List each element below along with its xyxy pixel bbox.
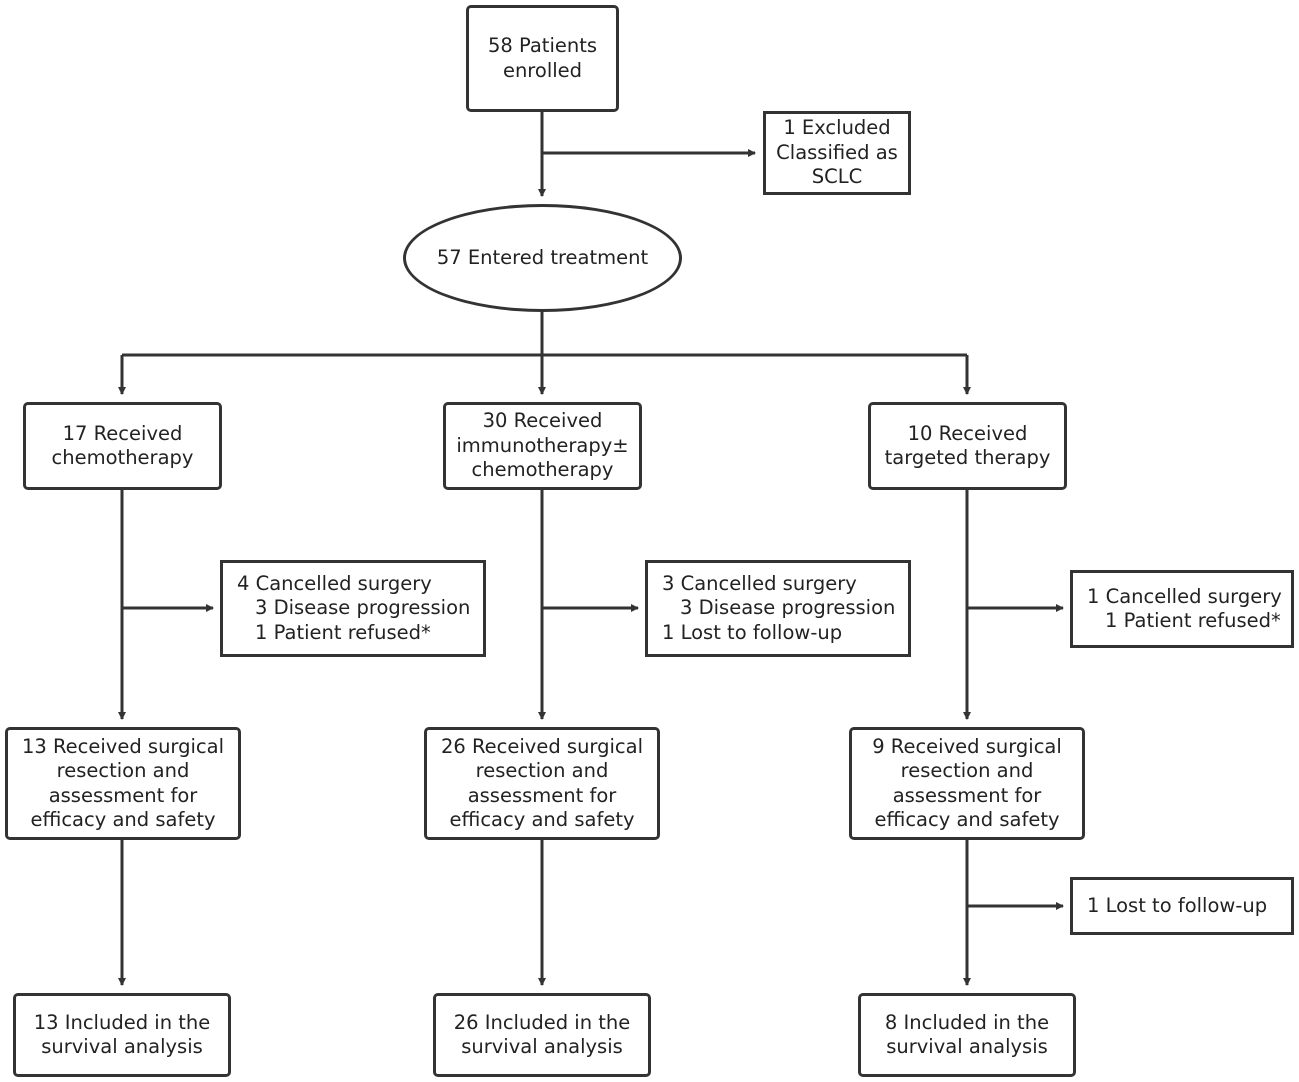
arm-1-surgery-box: 13 Received surgical resection and asses… <box>5 727 241 840</box>
enrolled-box: 58 Patients enrolled <box>466 5 619 112</box>
enrolled-line: 58 Patients <box>487 34 598 57</box>
arm-1-surgery-line: resection and <box>56 759 190 782</box>
arm-3-received-line: 10 Received <box>907 421 1028 445</box>
arm-1-received-box: 17 Received chemotherapy <box>23 402 222 490</box>
arm-2-survival-line: survival analysis <box>461 1035 623 1058</box>
excluded-line: Classified as <box>776 140 898 164</box>
arm-1-received-line: 17 Received <box>62 421 183 445</box>
arm-1-received-line: chemotherapy <box>51 446 194 469</box>
arm-2-cancelled-box: 3 Cancelled surgery 3 Disease progressio… <box>645 560 911 657</box>
arm-3-surgery-line: assessment for <box>892 783 1042 807</box>
arm-1-surgery-line: assessment for <box>48 783 198 807</box>
excluded-line: 1 Excluded <box>783 116 891 140</box>
arm-1-survival-box: 13 Included in the survival analysis <box>13 993 231 1077</box>
arm-2-received-line: 30 Received <box>482 409 603 433</box>
excluded-line: SCLC <box>811 165 863 189</box>
arm-3-cancelled-box: 1 Cancelled surgery 1 Patient refused* <box>1070 570 1294 648</box>
arm-2-surgery-box: 26 Received surgical resection and asses… <box>424 727 660 840</box>
arm-3-surgery-line: efficacy and safety <box>874 808 1060 831</box>
entered-line: 57 Entered treatment <box>436 245 649 269</box>
arm-3-surgery-line: resection and <box>900 759 1034 782</box>
arm-2-surgery-line: resection and <box>475 759 609 782</box>
enrolled-line: enrolled <box>502 58 583 82</box>
arm-1-survival-line: 13 Included in the <box>33 1010 211 1034</box>
arm-2-cancelled-line: 3 Cancelled surgery <box>662 571 857 595</box>
arm-2-cancelled-line: 1 Lost to follow-up <box>662 620 843 644</box>
arm-1-cancelled-line: 4 Cancelled surgery <box>237 571 432 595</box>
arm-2-surgery-line: efficacy and safety <box>449 808 635 831</box>
arm-2-received-box: 30 Received immunotherapy± chemotherapy <box>443 402 642 490</box>
arm-1-survival-line: survival analysis <box>41 1035 203 1058</box>
arm-3-lost-line: 1 Lost to follow-up <box>1087 893 1268 917</box>
arm-2-surgery-line: assessment for <box>467 783 617 807</box>
arm-3-received-line: targeted therapy <box>884 446 1051 469</box>
arm-3-survival-line: 8 Included in the <box>884 1010 1050 1034</box>
arm-1-cancelled-line: 3 Disease progression <box>255 596 471 620</box>
arm-3-received-box: 10 Received targeted therapy <box>868 402 1067 490</box>
entered-treatment-ellipse: 57 Entered treatment <box>403 204 682 312</box>
arm-2-received-line: chemotherapy <box>471 458 614 482</box>
arm-1-cancelled-box: 4 Cancelled surgery 3 Disease progressio… <box>220 560 486 657</box>
arm-2-survival-box: 26 Included in the survival analysis <box>433 993 651 1077</box>
arm-1-cancelled-line: 1 Patient refused* <box>255 620 431 644</box>
arm-1-surgery-line: efficacy and safety <box>30 808 216 831</box>
arm-3-surgery-line: 9 Received surgical <box>872 734 1062 758</box>
arm-3-cancelled-line: 1 Patient refused* <box>1105 609 1281 632</box>
arm-3-surgery-box: 9 Received surgical resection and assess… <box>849 727 1085 840</box>
excluded-box: 1 Excluded Classified as SCLC <box>763 111 911 195</box>
arm-2-surgery-line: 26 Received surgical <box>440 734 643 758</box>
arm-2-survival-line: 26 Included in the <box>453 1010 631 1034</box>
arm-3-survival-box: 8 Included in the survival analysis <box>858 993 1076 1077</box>
arm-2-cancelled-line: 3 Disease progression <box>680 596 896 620</box>
arm-1-surgery-line: 13 Received surgical <box>21 734 224 758</box>
arm-3-lost-box: 1 Lost to follow-up <box>1070 877 1294 935</box>
arm-3-cancelled-line: 1 Cancelled surgery <box>1087 584 1282 608</box>
arm-3-survival-line: survival analysis <box>886 1035 1048 1058</box>
arm-2-received-line: immunotherapy± <box>456 433 629 457</box>
